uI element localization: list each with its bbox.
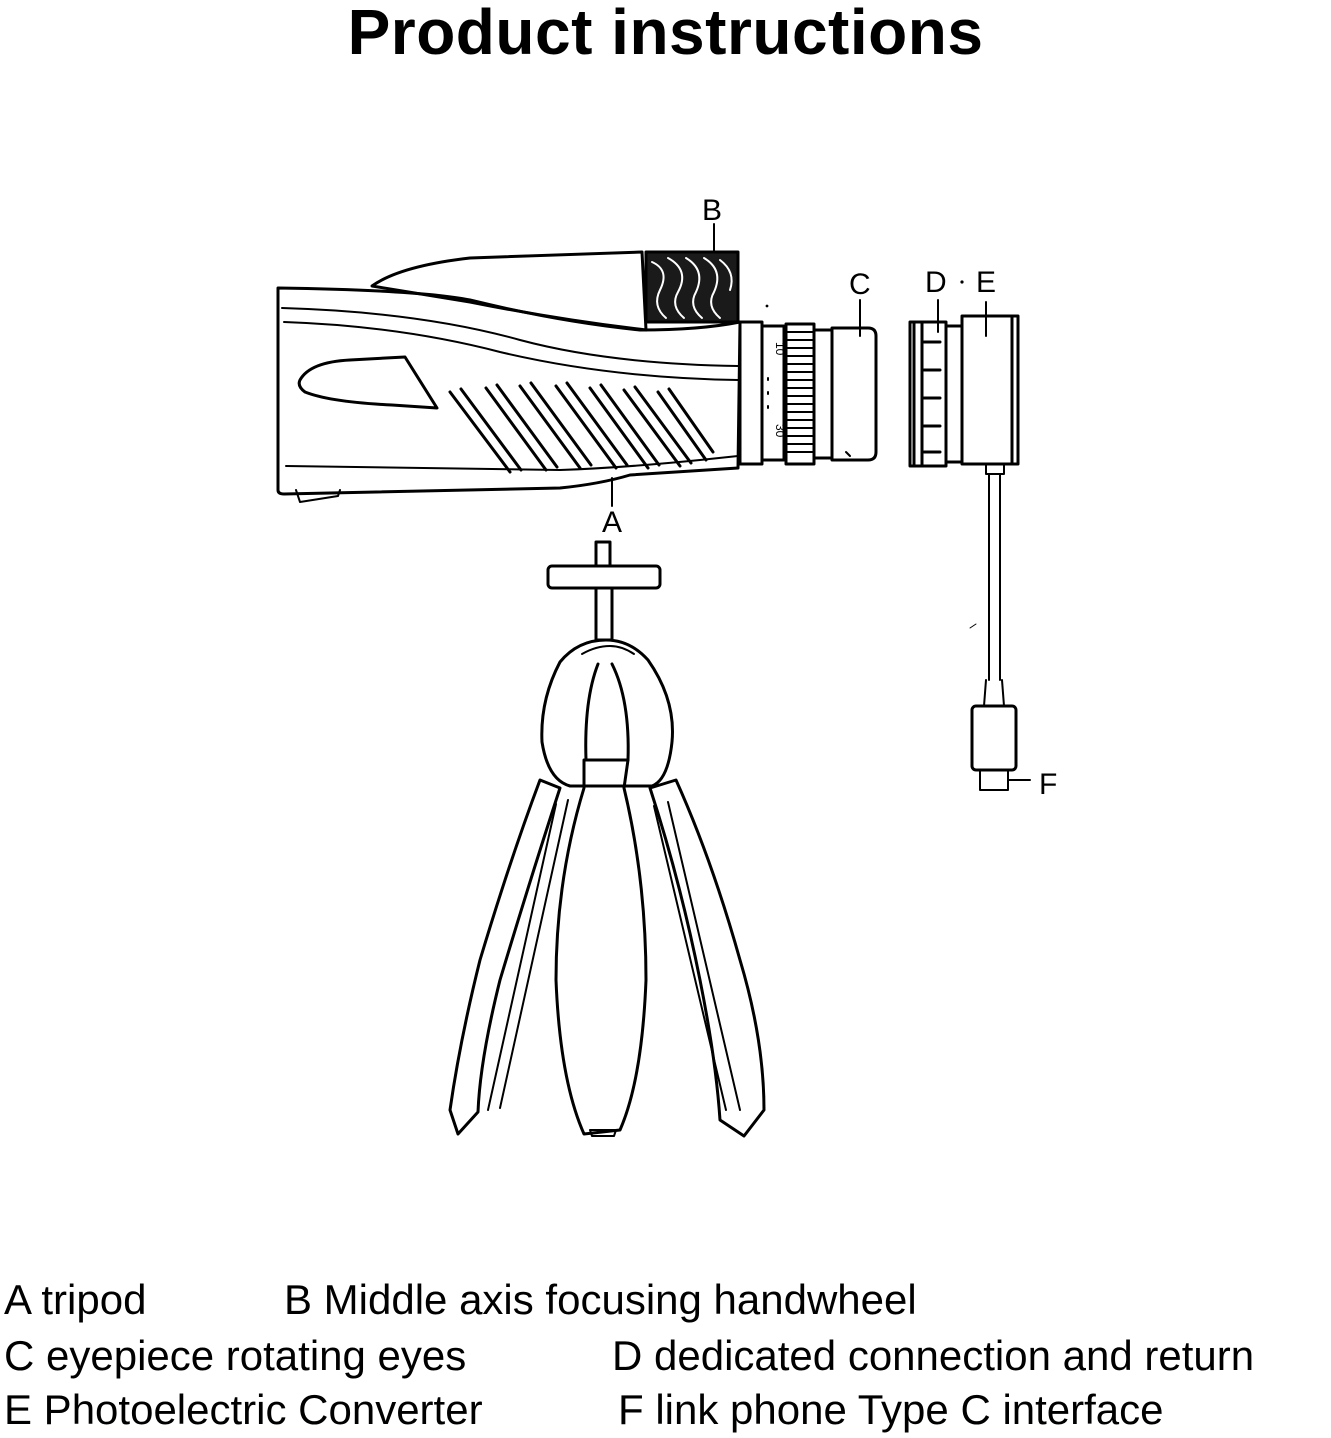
leader-lines xyxy=(611,223,1031,781)
tripod-left-leg xyxy=(448,778,562,1136)
label-a: A xyxy=(602,506,622,539)
tripod-thumb-nut xyxy=(546,564,662,590)
tripod xyxy=(448,540,766,1138)
label-c: C xyxy=(849,268,871,301)
scale-near-label: 10 xyxy=(773,342,787,356)
tripod-ball-head xyxy=(540,638,674,788)
eyepiece-scale-ring: 10 30 xyxy=(738,320,834,466)
tripod-right-leg xyxy=(648,778,766,1138)
connection-adapter xyxy=(908,320,964,468)
scale-far-label: 30 xyxy=(773,424,787,438)
focus-handwheel xyxy=(644,250,740,324)
tripod-center-leg xyxy=(554,758,648,1136)
monocular-foot xyxy=(295,489,341,503)
monocular-window xyxy=(297,355,439,410)
product-diagram: 10 30 xyxy=(276,194,1057,1138)
legend-a: A tripod xyxy=(4,1276,147,1323)
label-e: E xyxy=(976,266,996,299)
monocular-top-ridge xyxy=(281,307,739,367)
monocular-outline xyxy=(276,286,742,496)
label-b: B xyxy=(702,194,722,227)
eyepiece xyxy=(830,326,878,462)
label-d: D xyxy=(925,266,947,299)
photoelectric-converter xyxy=(960,314,1020,475)
legend-f: F link phone Type C interface xyxy=(618,1386,1164,1433)
legend-c: C eyepiece rotating eyes xyxy=(4,1332,467,1379)
legend-b: B Middle axis focusing handwheel xyxy=(284,1276,917,1323)
legend-e: E Photoelectric Converter xyxy=(4,1386,483,1433)
grip-ribs xyxy=(448,381,715,474)
page-title: Product instructions xyxy=(347,0,984,68)
objective-cone xyxy=(370,250,648,332)
label-f: F xyxy=(1039,768,1057,801)
monocular-side-contour xyxy=(283,321,739,381)
monocular-body xyxy=(276,250,742,503)
legend-d: D dedicated connection and return xyxy=(612,1332,1255,1379)
tripod-screw xyxy=(594,540,612,568)
type-c-cable xyxy=(970,473,1018,791)
tripod-stem xyxy=(594,586,614,642)
